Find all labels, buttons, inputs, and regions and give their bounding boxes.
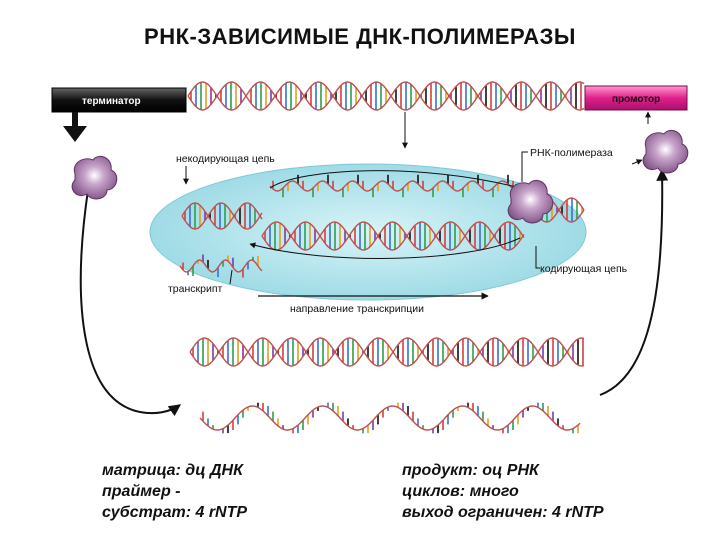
- backbone: [181, 202, 263, 230]
- notes-left: матрица: дц ДНК праймер - субстрат: 4 rN…: [102, 460, 247, 523]
- backbone: [269, 180, 521, 192]
- dna-helices: [179, 81, 585, 434]
- noncoding-strand: [269, 174, 521, 198]
- noncoding-arrow: [269, 170, 521, 190]
- rna-polymerase-label: РНК-полимераза: [530, 147, 613, 159]
- transcription-bubble: [149, 163, 587, 301]
- dna-helix-top: [187, 81, 585, 111]
- noncoding-strand-label: некодирующая цепь: [176, 153, 275, 165]
- down-arrow-icon: [63, 112, 87, 142]
- backbone: [189, 337, 585, 367]
- backbone: [199, 405, 581, 431]
- backbone: [181, 202, 263, 230]
- pointer-rna-polymerase: [521, 151, 528, 182]
- pointer-enzyme: [631, 159, 643, 165]
- enzyme-blob-icon: [642, 129, 689, 174]
- promoter-label: промотор: [612, 94, 660, 105]
- dna-helix-lower: [189, 337, 585, 367]
- terminator-label: терминатор: [82, 96, 141, 107]
- enzyme-blob-icon: [71, 155, 118, 200]
- note-line: праймер -: [102, 483, 181, 500]
- backbone: [187, 81, 585, 111]
- note-line: выход ограничен: 4 rNTP: [402, 504, 604, 521]
- note-line: циклов: много: [402, 483, 519, 500]
- coding-arrow: [249, 237, 521, 259]
- backbone: [179, 259, 263, 273]
- terminator-bar: [51, 87, 187, 113]
- backbone: [187, 81, 585, 111]
- note-line: продукт: оц РНК: [402, 462, 539, 479]
- coding-strand-label: кодирующая цепь: [540, 263, 628, 275]
- recycle-arrow-left: [79, 189, 181, 417]
- dna-helix-left: [181, 202, 263, 230]
- pointer-transcript: [229, 269, 233, 285]
- dna-helix-middle: [261, 221, 525, 251]
- rna-polymerase-enzyme: [507, 179, 554, 224]
- note-line: субстрат: 4 rNTP: [102, 504, 248, 521]
- transcript-label: транскрипт: [168, 283, 223, 295]
- direction-label: направление транскрипции: [290, 303, 424, 315]
- recycle-arrow-right: [599, 168, 669, 396]
- note-line: матрица: дц ДНК: [102, 462, 243, 479]
- pointer-coding: [535, 246, 540, 269]
- backbone: [261, 221, 525, 251]
- single-strand-bottom: [199, 402, 581, 434]
- transcript-strand: [179, 254, 263, 278]
- backbone: [189, 337, 585, 367]
- notes-right: продукт: оц РНК циклов: много выход огра…: [402, 460, 604, 523]
- promoter-bar: [584, 85, 688, 111]
- page-title: РНК-ЗАВИСИМЫЕ ДНК-ПОЛИМЕРАЗЫ: [144, 24, 576, 49]
